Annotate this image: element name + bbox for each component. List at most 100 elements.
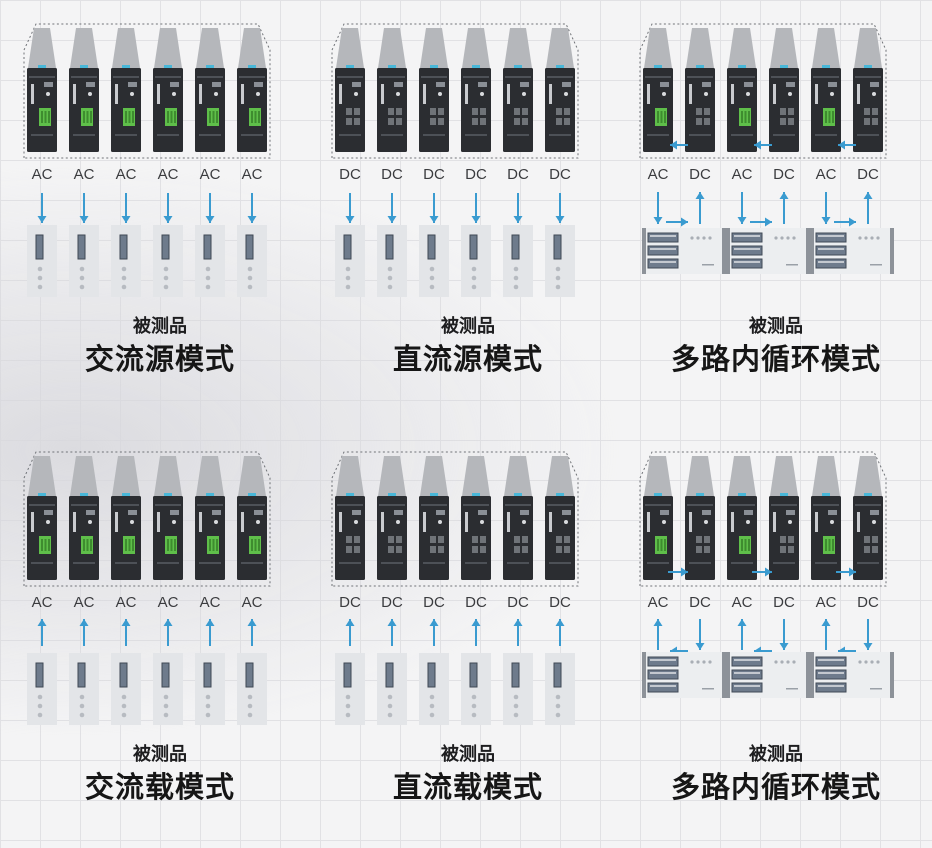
flow-arrow-up xyxy=(653,619,663,650)
flow-arrow-up xyxy=(387,619,397,646)
power-device xyxy=(461,456,491,580)
dut-unit xyxy=(545,653,575,725)
device-group-outline xyxy=(639,23,887,159)
power-device xyxy=(335,28,365,152)
dut-unit xyxy=(419,225,449,297)
flow-arrow-down xyxy=(205,193,215,223)
flow-arrow-right xyxy=(834,217,856,227)
power-device xyxy=(153,28,183,152)
port-label: DC xyxy=(423,594,445,611)
mode-label: 多路内循环模式 xyxy=(670,770,881,804)
port-label: DC xyxy=(507,594,529,611)
flow-arrow-up xyxy=(121,619,131,646)
dut-rack-unit xyxy=(810,652,894,698)
device-group-outline xyxy=(331,23,579,159)
power-device xyxy=(153,456,183,580)
dut-unit xyxy=(377,225,407,297)
power-device xyxy=(111,456,141,580)
port-label: AC xyxy=(74,166,95,183)
flow-arrow-down xyxy=(737,192,747,224)
power-device xyxy=(503,28,533,152)
device-group-outline xyxy=(23,23,271,159)
flow-arrow-down xyxy=(779,619,789,650)
dut-unit xyxy=(237,225,267,297)
port-label: AC xyxy=(158,166,179,183)
dut-label: 被测品 xyxy=(749,744,803,765)
flow-arrow-down xyxy=(513,193,523,223)
power-device xyxy=(545,456,575,580)
flow-arrow-up xyxy=(79,619,89,646)
dut-unit xyxy=(27,653,57,725)
port-label: AC xyxy=(816,166,837,183)
flow-arrow-left xyxy=(754,140,772,150)
port-label: AC xyxy=(200,594,221,611)
flow-arrow-up xyxy=(513,619,523,646)
flow-arrow-down xyxy=(429,193,439,223)
dut-unit xyxy=(461,225,491,297)
flow-arrow-down xyxy=(345,193,355,223)
dut-rack-unit xyxy=(642,228,726,274)
flow-arrow-right xyxy=(750,217,772,227)
port-label: AC xyxy=(732,166,753,183)
port-label: AC xyxy=(648,594,669,611)
dut-unit xyxy=(503,225,533,297)
port-label: AC xyxy=(242,594,263,611)
dut-unit xyxy=(27,225,57,297)
power-device xyxy=(643,456,673,580)
mode-label: 多路内循环模式 xyxy=(670,342,881,376)
dut-rack-unit xyxy=(726,228,810,274)
flow-arrow-down xyxy=(37,193,47,223)
dut-unit xyxy=(111,653,141,725)
flow-arrow-up xyxy=(695,192,705,224)
dut-unit xyxy=(335,653,365,725)
power-device xyxy=(335,456,365,580)
power-device xyxy=(237,456,267,580)
flow-arrow-up xyxy=(779,192,789,224)
mode-label: 直流载模式 xyxy=(392,770,543,804)
dut-label: 被测品 xyxy=(441,744,495,765)
power-device xyxy=(461,28,491,152)
flow-arrow-up xyxy=(821,619,831,650)
flow-arrow-left xyxy=(838,140,856,150)
dut-unit xyxy=(237,653,267,725)
flow-arrow-up xyxy=(37,619,47,646)
port-label: AC xyxy=(32,594,53,611)
port-label: DC xyxy=(381,594,403,611)
dut-unit xyxy=(503,653,533,725)
dut-rack-unit xyxy=(726,652,810,698)
power-device xyxy=(419,456,449,580)
flow-arrow-down xyxy=(121,193,131,223)
port-label: AC xyxy=(158,594,179,611)
flow-arrow-down xyxy=(555,193,565,223)
port-label: DC xyxy=(507,166,529,183)
dut-unit xyxy=(153,225,183,297)
flow-arrow-down xyxy=(163,193,173,223)
power-device xyxy=(853,28,883,152)
flow-arrow-down xyxy=(821,192,831,224)
power-device xyxy=(27,28,57,152)
flow-arrow-down xyxy=(247,193,257,223)
dut-unit xyxy=(69,225,99,297)
dut-unit xyxy=(195,653,225,725)
power-device xyxy=(643,28,673,152)
power-device xyxy=(685,456,715,580)
power-device xyxy=(769,456,799,580)
port-label: DC xyxy=(689,594,711,611)
flow-arrow-up xyxy=(345,619,355,646)
power-device xyxy=(419,28,449,152)
dut-unit xyxy=(153,653,183,725)
dut-label: 被测品 xyxy=(441,316,495,337)
port-label: DC xyxy=(381,166,403,183)
port-label: AC xyxy=(816,594,837,611)
port-label: DC xyxy=(423,166,445,183)
flow-arrow-down xyxy=(79,193,89,223)
power-device xyxy=(69,456,99,580)
